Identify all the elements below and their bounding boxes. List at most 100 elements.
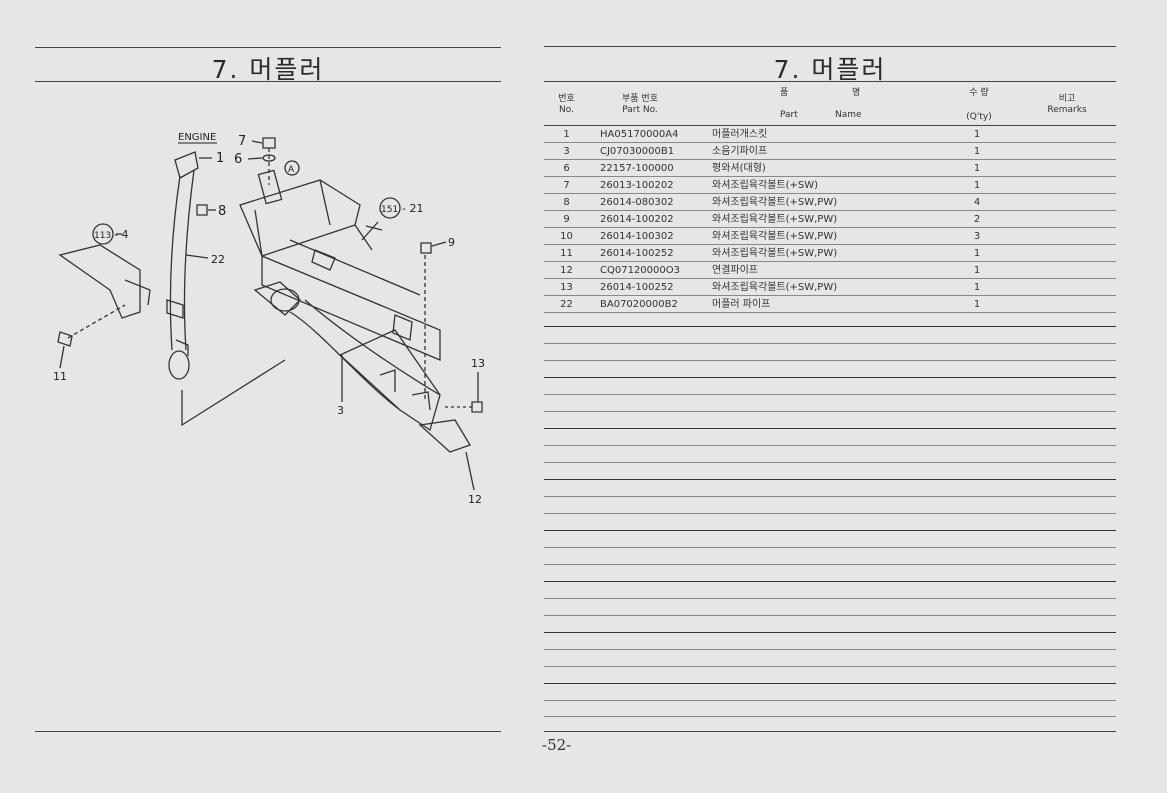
cell-qty: 1 (973, 163, 981, 174)
pipe-bracket (175, 339, 189, 356)
row-divider (544, 312, 1116, 313)
hdr-no-ko: 번호 (558, 94, 575, 104)
cell-name: 머플러개스킷 (712, 129, 768, 140)
bracket-plate (58, 244, 141, 319)
table-row: 6 22157-100000 평와셔(대형) 1 (544, 160, 1116, 177)
hdr-qty-en: (Q'ty) (966, 112, 992, 122)
row-divider (544, 295, 1116, 296)
cell-part-no: 22157-100000 (600, 163, 674, 174)
row-divider (544, 564, 1116, 565)
title-rule-bottom-right (544, 81, 1116, 82)
cell-name: 와셔조립육각볼트(+SW,PW) (712, 231, 838, 242)
row-divider (544, 360, 1116, 361)
bolt-8-head (196, 204, 208, 216)
hdr-name-en-2: Name (835, 110, 862, 120)
bracket-flange (124, 279, 151, 306)
leader-12 (465, 451, 475, 491)
muffler-inlet-ring (270, 288, 300, 312)
right-page: 7. 머플러 번호 No. 부품 번호 Part No. 품 명 Part Na… (530, 0, 1167, 793)
muffler-hangers (379, 369, 431, 411)
bolt-11-head (57, 331, 73, 347)
cell-name: 와셔조립육각볼트(+SW,PW) (712, 197, 838, 208)
row-divider (544, 377, 1116, 378)
callout-1: 1 (216, 151, 224, 166)
cell-qty: 1 (973, 129, 981, 140)
row-divider (544, 666, 1116, 667)
frame-top (239, 179, 361, 257)
table-row: 3 CJ07030000B1 소음기파이프 1 (544, 143, 1116, 160)
frame-struts (254, 179, 373, 257)
muffler-exploded-diagram: ENGINE 1 7 6 A 8 151 - 21 113 - 4 22 9 1… (53, 132, 485, 506)
cell-part-no: 26013-100202 (600, 180, 674, 191)
bolt-13-head (471, 401, 483, 413)
label-engine: ENGINE (178, 132, 216, 143)
cell-part-no: 26014-100252 (600, 282, 674, 293)
cell-part-no: HA05170000A4 (600, 129, 679, 140)
row-divider (544, 632, 1116, 633)
callout-4: - 4 (114, 228, 128, 241)
leader-21 (361, 221, 383, 241)
row-divider (544, 261, 1116, 262)
muffler-pipe-edge-left (169, 175, 181, 351)
page-number: -52- (542, 736, 572, 754)
leader-7 (251, 140, 263, 144)
cell-no: 8 (563, 197, 570, 208)
hdr-remarks-ko: 비고 (1058, 94, 1076, 104)
pipe-outlet (168, 350, 190, 380)
cell-qty: 1 (973, 248, 981, 259)
callout-9: 9 (448, 236, 455, 249)
callout-151: 151 (381, 205, 398, 215)
hdr-name-ko-2: 명 (852, 88, 861, 98)
cell-part-no: 26014-100202 (600, 214, 674, 225)
cell-name: 와셔조립육각볼트(+SW,PW) (712, 248, 838, 259)
leader-22 (185, 254, 209, 259)
bolt-dash-11 (67, 304, 126, 339)
row-divider (544, 700, 1116, 701)
callout-6: 6 (234, 152, 242, 167)
table-row: 12 CQ07120000O3 연결파이프 1 (544, 262, 1116, 279)
row-divider (544, 496, 1116, 497)
hdr-part-no-ko: 부품 번호 (622, 94, 658, 104)
callout-21: - 21 (402, 202, 423, 215)
hdr-part-no-en: Part No. (622, 105, 658, 115)
row-divider (544, 227, 1116, 228)
table-row: 10 26014-100302 와셔조립육각볼트(+SW,PW) 3 (544, 228, 1116, 245)
bolt-7-head (262, 137, 276, 149)
cell-no: 7 (563, 180, 570, 191)
row-divider (544, 547, 1116, 548)
row-divider (544, 278, 1116, 279)
cell-name: 와셔조립육각볼트(+SW,PW) (712, 214, 838, 225)
row-divider (544, 615, 1116, 616)
table-header-rule (544, 125, 1116, 126)
frame-bar (289, 239, 421, 296)
cell-part-no: 26014-100302 (600, 231, 674, 242)
cell-no: 11 (560, 248, 573, 259)
callout-3: 3 (337, 404, 344, 417)
mount-bracket-A (257, 169, 283, 205)
callout-7: 7 (238, 134, 246, 149)
callout-circle-151 (379, 197, 401, 219)
cell-no: 22 (560, 299, 573, 310)
cell-name: 평와셔(대형) (712, 163, 766, 174)
row-divider (544, 343, 1116, 344)
frame-rail (261, 255, 441, 361)
cell-qty: 4 (973, 197, 981, 208)
cell-part-no: 26014-080302 (600, 197, 674, 208)
cell-no: 1 (563, 129, 570, 140)
cell-name: 연결파이프 (712, 265, 758, 276)
row-divider (544, 210, 1116, 211)
muffler-body-edge-b (304, 299, 441, 396)
leader-6 (247, 157, 263, 160)
connect-pipe-12 (418, 419, 471, 453)
page-title-left: 7. 머플러 (211, 55, 325, 84)
leader-11 (59, 345, 65, 369)
row-divider (544, 428, 1116, 429)
hdr-name-ko-1: 품 (780, 88, 789, 98)
cell-part-no: CJ07030000B1 (600, 146, 675, 157)
table-row: 22 BA07020000B2 머플러 파이프 1 (544, 296, 1116, 313)
row-divider (544, 716, 1116, 717)
row-divider (544, 142, 1116, 143)
cell-qty: 1 (973, 265, 981, 276)
cell-part-no: BA07020000B2 (600, 299, 678, 310)
callout-circle-113 (92, 223, 114, 245)
